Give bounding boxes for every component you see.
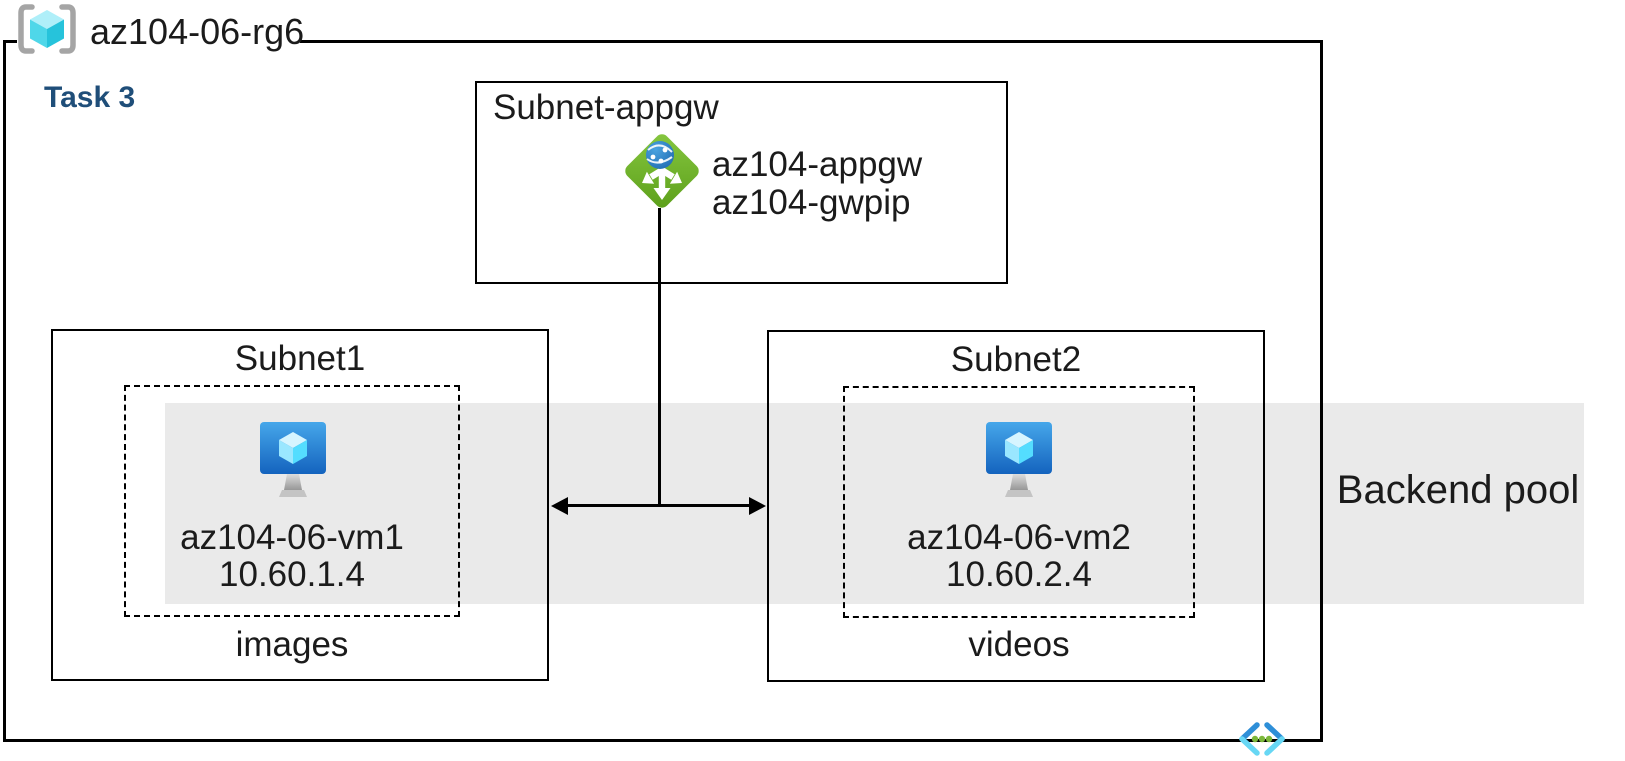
subnet-appgw-box	[475, 81, 1008, 284]
backend-pool-label: Backend pool	[1336, 468, 1580, 512]
resource-group-border-segment	[300, 40, 1323, 43]
resource-group-border-segment	[3, 40, 17, 43]
appgw-name: az104-appgw	[712, 145, 923, 184]
vm2-ip: 10.60.2.4	[946, 555, 1092, 594]
subnet1-dashed-box	[124, 385, 460, 617]
virtual-network-icon	[1239, 722, 1285, 756]
vm1-ip: 10.60.1.4	[219, 555, 365, 594]
subnet1-storage-label: images	[235, 625, 349, 664]
subnet2-title: Subnet2	[950, 340, 1082, 379]
vm2-name: az104-06-vm2	[907, 518, 1131, 557]
task-label: Task 3	[44, 81, 136, 114]
resource-group-box	[3, 40, 1323, 742]
arrowhead-right-icon	[749, 497, 766, 515]
subnet1-box	[51, 329, 549, 681]
appgw-public-ip-name: az104-gwpip	[712, 183, 911, 222]
appgw-labels: az104-appgw az104-gwpip	[712, 146, 922, 222]
virtual-machine-icon	[986, 422, 1052, 497]
subnet1-title: Subnet1	[234, 339, 366, 378]
connector-horizontal-line	[564, 504, 762, 507]
vm1-name: az104-06-vm1	[180, 518, 404, 557]
subnet-appgw-title: Subnet-appgw	[493, 88, 719, 127]
backend-pool-band	[165, 403, 1584, 604]
virtual-machine-icon	[260, 422, 326, 497]
subnet2-storage-label: videos	[968, 625, 1070, 664]
connector-vertical-line	[658, 208, 661, 506]
resource-group-name: az104-06-rg6	[90, 11, 305, 52]
application-gateway-icon	[625, 134, 699, 208]
arrowhead-left-icon	[551, 497, 568, 515]
subnet2-box	[767, 330, 1265, 682]
subnet2-dashed-box	[843, 386, 1195, 618]
resource-group-icon	[18, 4, 76, 54]
